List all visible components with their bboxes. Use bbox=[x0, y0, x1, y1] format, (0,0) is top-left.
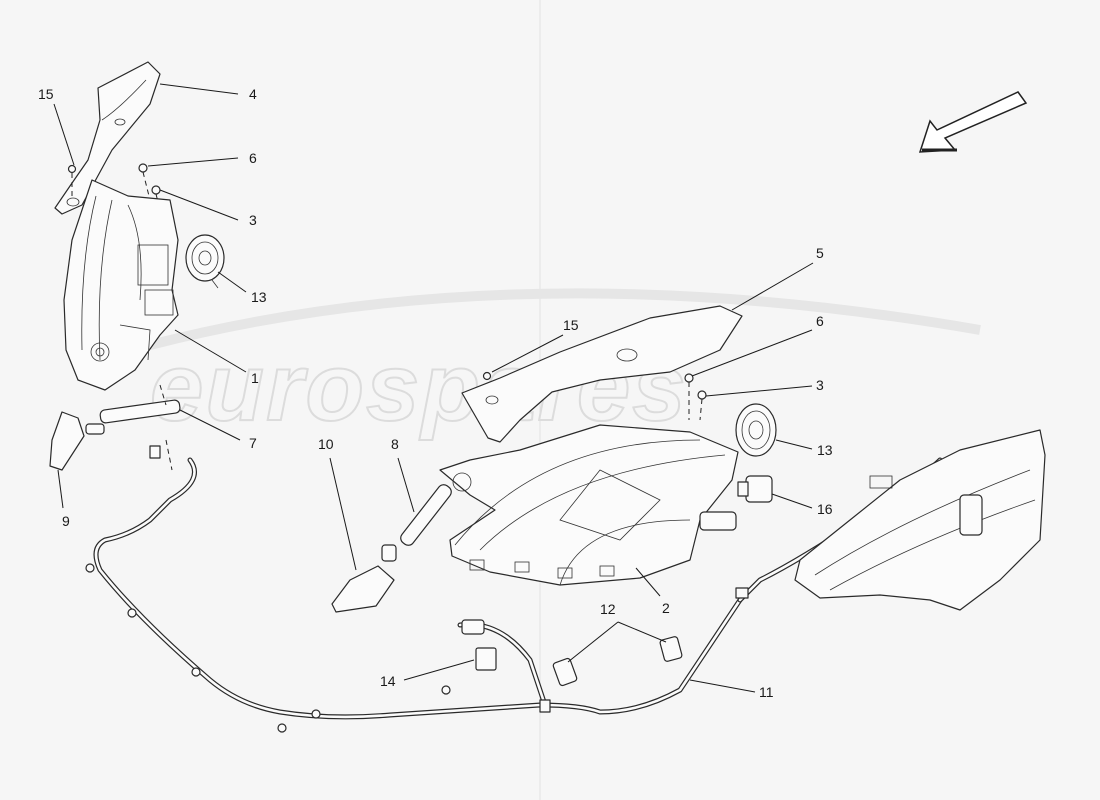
callout-14: 14 bbox=[380, 673, 396, 689]
headlamp-cover-upper bbox=[461, 305, 743, 443]
bulb-cover-left bbox=[185, 234, 225, 289]
connector-16 bbox=[737, 475, 773, 503]
washer-nozzle-right bbox=[381, 484, 452, 562]
leader-lines bbox=[53, 83, 814, 693]
callout-9: 9 bbox=[62, 513, 70, 529]
callout-11: 11 bbox=[759, 684, 774, 700]
callout-10: 10 bbox=[318, 436, 334, 452]
bulb-cover-right bbox=[735, 403, 777, 457]
callout-6-right: 6 bbox=[816, 313, 824, 329]
nozzle-cover-right bbox=[331, 565, 395, 613]
headlamp-bracket-upper bbox=[54, 61, 161, 215]
callout-7: 7 bbox=[249, 435, 257, 451]
screw-6-left bbox=[138, 163, 148, 173]
callout-3-right: 3 bbox=[816, 377, 824, 393]
callout-2: 2 bbox=[662, 600, 670, 616]
left-headlamp-assembly bbox=[49, 61, 225, 471]
clip-14 bbox=[461, 619, 497, 671]
callout-15-left: 15 bbox=[38, 86, 54, 102]
callout-6-left: 6 bbox=[249, 150, 257, 166]
headlamp-right bbox=[439, 424, 739, 586]
washer-reservoir bbox=[794, 429, 1046, 611]
callout-labels: 4 15 6 3 13 1 7 9 5 15 6 3 13 16 8 10 2 … bbox=[38, 86, 833, 700]
callout-13-left: 13 bbox=[251, 289, 267, 305]
callout-4: 4 bbox=[249, 86, 257, 102]
screw-15-left bbox=[67, 164, 77, 174]
screw-3-left bbox=[151, 185, 161, 195]
callout-12: 12 bbox=[600, 601, 616, 617]
callout-8: 8 bbox=[391, 436, 399, 452]
callout-3-left: 3 bbox=[249, 212, 257, 228]
clips-12 bbox=[552, 636, 683, 687]
screw-3-right bbox=[697, 390, 707, 400]
callout-5: 5 bbox=[816, 245, 824, 261]
direction-arrow-icon bbox=[918, 91, 1028, 153]
washer-nozzle-left bbox=[85, 384, 181, 435]
callout-1: 1 bbox=[251, 370, 259, 386]
callout-15-right: 15 bbox=[563, 317, 579, 333]
callout-13-right: 13 bbox=[817, 442, 833, 458]
screw-6-right bbox=[684, 373, 694, 383]
screw-15-right bbox=[482, 371, 492, 381]
callout-16: 16 bbox=[817, 501, 833, 517]
nozzle-cover-left bbox=[49, 411, 85, 471]
